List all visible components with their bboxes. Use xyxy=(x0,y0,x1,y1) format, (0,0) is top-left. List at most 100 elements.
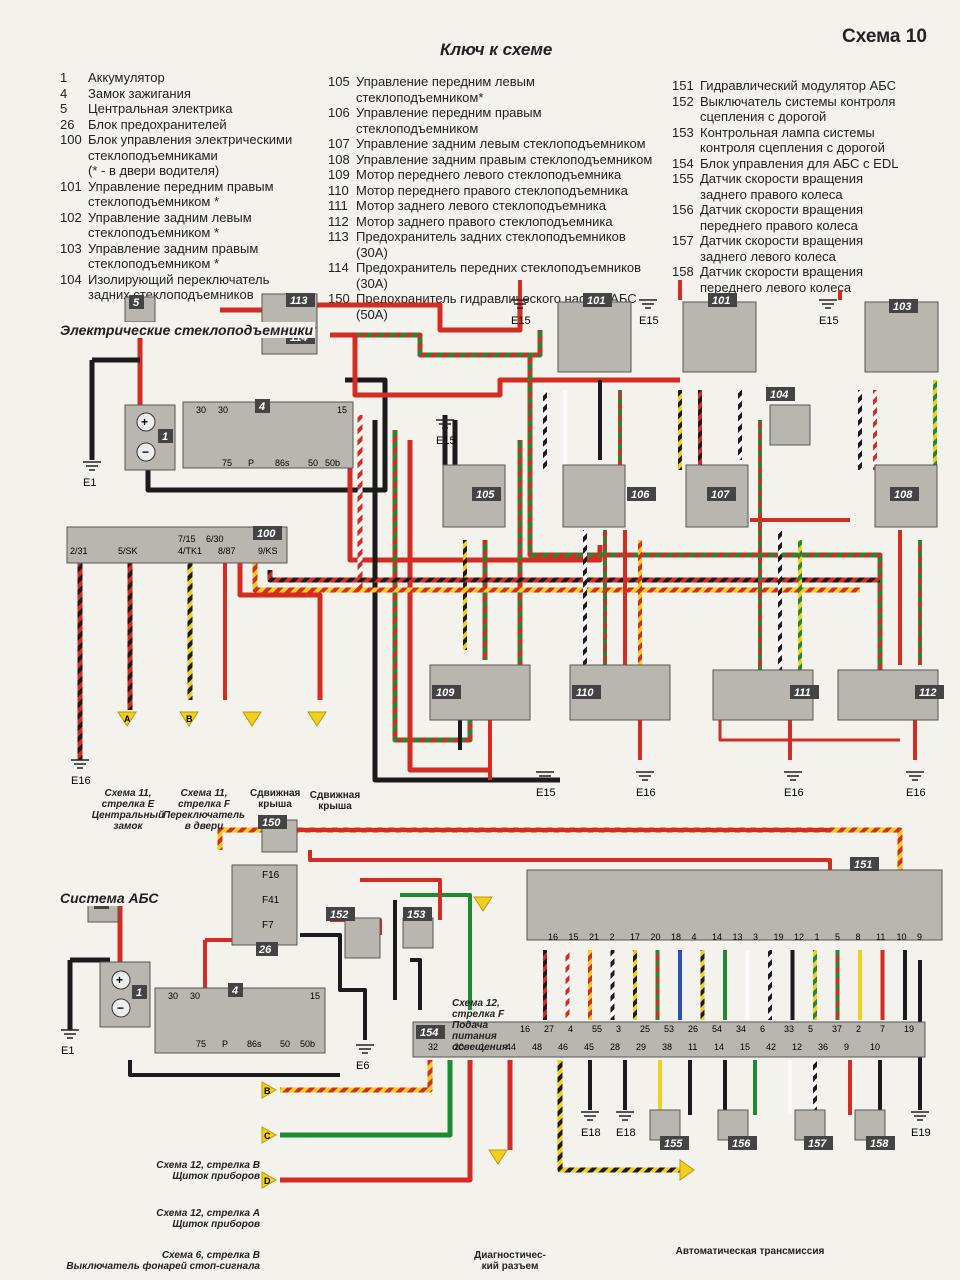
pin-151-label: 10 xyxy=(897,932,907,942)
pin-100-label: 9/KS xyxy=(258,546,278,556)
wire xyxy=(145,377,388,493)
pin-4-abs-label: 50 xyxy=(280,1039,290,1049)
motor-110-tag xyxy=(572,685,601,699)
wires-layer xyxy=(67,280,937,1183)
legend-text: Замок зажигания xyxy=(88,85,191,101)
legend-text: Управление задним правым стеклоподъемник… xyxy=(356,151,653,167)
legend-number: 113 xyxy=(328,229,349,244)
pin-100-label: 4/TK1 xyxy=(178,546,202,556)
pin-154-top-label: 16 xyxy=(520,1024,530,1034)
wire xyxy=(280,1060,433,1093)
pin-154-bottom-label: 29 xyxy=(636,1042,646,1052)
pin-154-top-label: 27 xyxy=(544,1024,554,1034)
pin-154-bottom-label: 36 xyxy=(818,1042,828,1052)
pin-154-bottom-label: 9 xyxy=(844,1042,849,1052)
battery-1-tag xyxy=(158,429,173,443)
legend-text: Управление задним левым стеклоподъемнико… xyxy=(356,136,646,151)
fuse-113-tag xyxy=(286,293,315,307)
pin-4-abs-label: 30 xyxy=(190,991,200,1001)
pin-151-label: 20 xyxy=(651,932,661,942)
pin-4-abs-label: P xyxy=(222,1039,228,1049)
ground-e18-a-label: E18 xyxy=(581,1127,601,1139)
ground-e19-label: E19 xyxy=(911,1127,931,1139)
wire xyxy=(217,827,903,870)
pin-154-bottom-label: 10 xyxy=(870,1042,880,1052)
arrow-a xyxy=(117,711,137,727)
switch-101-b-number: 101 xyxy=(712,295,730,307)
legend-text: Изолирующий переключатель задних стеклоп… xyxy=(88,271,270,303)
tcs-lamp-153-tag xyxy=(403,907,432,921)
legend-number: 111 xyxy=(328,198,348,213)
pin-154-bottom-label: 32 xyxy=(428,1042,438,1052)
arrow-b-upper-label: B xyxy=(186,714,193,724)
fuse-block-26 xyxy=(231,864,298,946)
pin-154-top-label: 6 xyxy=(760,1024,765,1034)
wire xyxy=(252,560,860,593)
pin-100-label: 6/30 xyxy=(206,534,224,544)
window-switch-108-tag xyxy=(890,487,919,501)
window-switch-106 xyxy=(562,464,626,528)
legend-text: Управление передним правым стеклоподъемн… xyxy=(356,105,542,136)
legend-number: 104 xyxy=(60,271,82,287)
pin-154-bottom-label: 44 xyxy=(506,1042,516,1052)
battery-minus-sign: − xyxy=(142,445,149,459)
legend-number: 157 xyxy=(672,233,694,248)
isolation-switch-104 xyxy=(769,404,811,446)
pin-154-top-label: 7 xyxy=(880,1024,885,1034)
fuse-f16-label: F16 xyxy=(262,870,280,881)
pin-151-label: 16 xyxy=(548,932,558,942)
wire xyxy=(267,570,880,583)
wire xyxy=(372,420,560,783)
arrow-a-label: A xyxy=(124,714,131,724)
fuse-113-number: 113 xyxy=(290,295,308,307)
arrow-d xyxy=(261,1171,278,1189)
legend-text: Мотор переднего левого стеклоподъемника xyxy=(356,167,622,182)
switch-101-a xyxy=(557,301,632,373)
legend-number: 114 xyxy=(328,260,349,275)
legend-text: Управление задним правым стеклоподъемник… xyxy=(88,240,259,272)
ground-e1-lower-label: E1 xyxy=(61,1045,74,1057)
pin-151-label: 15 xyxy=(569,932,579,942)
arrow-b-lower-label: B xyxy=(264,1086,271,1096)
caption-automatic-transmission: Автоматическая трансмиссия xyxy=(675,1246,825,1257)
pin-154-top-label: 37 xyxy=(832,1024,842,1034)
pin-154-bottom-label: 38 xyxy=(662,1042,672,1052)
ignition-switch-4-tag xyxy=(255,399,270,413)
legend-item: 108 Управление задним правым стеклоподъем… xyxy=(328,152,658,168)
caption-scheme11-arrow-f: Схема 11, стрелка F Переключатель в двер… xyxy=(163,788,245,832)
isolation-switch-104-tag xyxy=(766,387,795,401)
pin-151-label: 21 xyxy=(589,932,599,942)
pin-154-top-label: 34 xyxy=(736,1024,746,1034)
fuse-150-number: 150 xyxy=(262,817,281,829)
legend-text: Блок предохранителей xyxy=(88,116,227,132)
legend-number: 26 xyxy=(60,116,75,132)
pin-154-bottom-label: 45 xyxy=(584,1042,594,1052)
legend-number: 106 xyxy=(328,105,350,120)
legend-number: 101 xyxy=(60,178,82,194)
scheme-number: Схема 10 xyxy=(842,26,927,47)
caption-diagnostic-connector: Диагностичес- кий разъем xyxy=(474,1250,546,1272)
pin-4-label: 50b xyxy=(325,458,340,468)
legend-number: 154 xyxy=(672,155,694,171)
wire xyxy=(557,1060,680,1173)
motor-112-tag xyxy=(915,685,944,699)
battery-1-abs-tag xyxy=(132,985,147,999)
pin-154-top-label: 5 xyxy=(808,1024,813,1034)
pin-154-bottom-label: 11 xyxy=(688,1042,697,1052)
legend-number: 108 xyxy=(328,151,350,167)
tcs-switch-152 xyxy=(344,917,381,959)
arrow-b-lower xyxy=(261,1081,278,1099)
legend-number: 150 xyxy=(328,291,350,306)
